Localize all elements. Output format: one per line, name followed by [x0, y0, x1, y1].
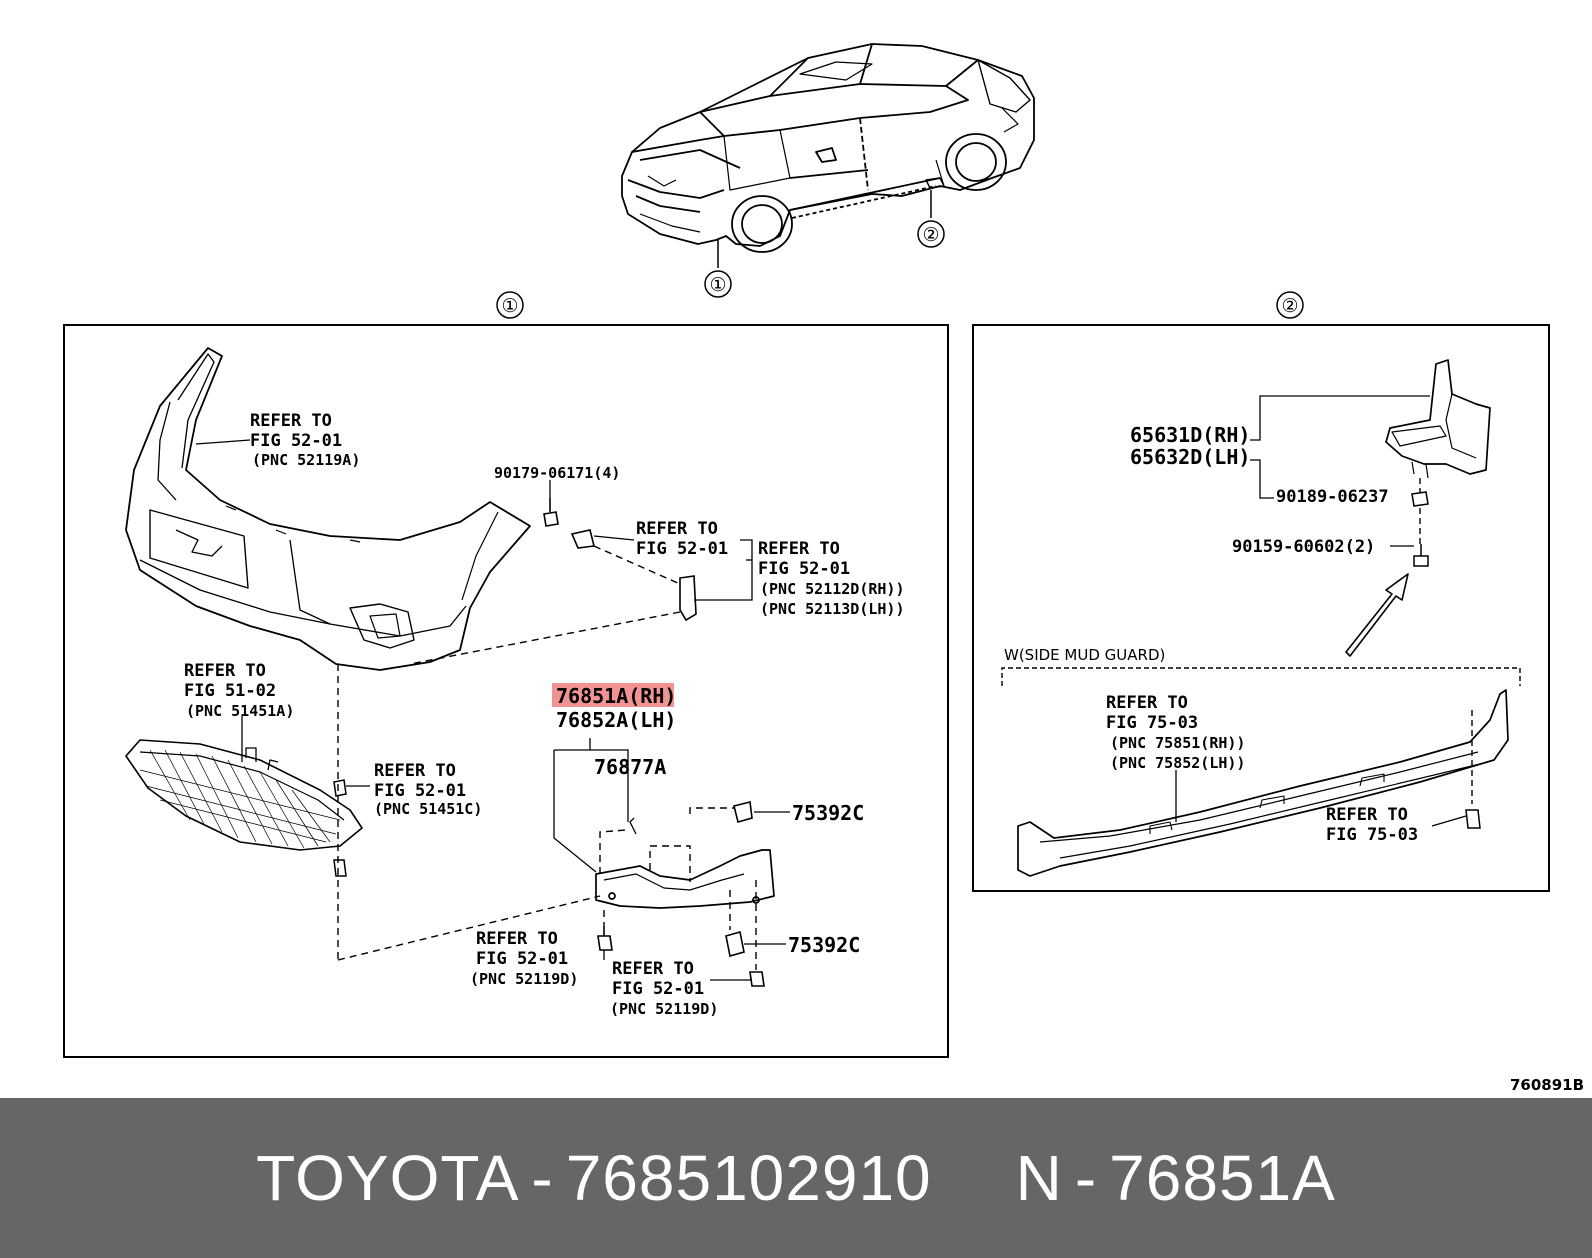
- fastener-ref-line1: REFER TO: [374, 761, 456, 781]
- footer-dash-2: -: [1074, 1142, 1098, 1214]
- footer-pnc-label: N: [1015, 1142, 1063, 1214]
- part-76851a-illustration: [595, 817, 775, 909]
- bolt-52119d-left-illustration: [597, 926, 613, 951]
- footer-part-number: 7685102910: [565, 1142, 932, 1214]
- footer-text: TOYOTA - 7685102910 N - 76851A: [0, 1098, 1592, 1258]
- part-75392c-top-label[interactable]: 75392C: [792, 801, 864, 825]
- panel-1-dashed-leaders: [337, 545, 757, 970]
- footer-dash-1: -: [531, 1142, 554, 1214]
- undercover-ref-line2: FIG 51-02: [184, 681, 276, 701]
- screw-90159-illustration: [1413, 544, 1429, 567]
- screw-90159-label[interactable]: 90159-60602(2): [1232, 537, 1375, 557]
- bracket-ref-b-line4: (PNC 52113D(LH)): [760, 600, 905, 618]
- bolt-ref-right-line2: FIG 52-01: [612, 979, 704, 999]
- bracket-ref-a-line2: FIG 52-01: [636, 539, 728, 559]
- bolt-ref-right-line3: (PNC 52119D): [610, 1000, 718, 1018]
- footer-pnc: 76851A: [1109, 1142, 1336, 1214]
- panel-2-frame: [972, 324, 1550, 892]
- bracket-ref-a-line1: REFER TO: [636, 519, 718, 539]
- assembly-arrow-icon: [1345, 573, 1409, 657]
- side-mud-guard-group-bracket: [1001, 667, 1521, 686]
- mud-guard-bracket-illustration: [1385, 359, 1491, 479]
- undercover-ref-line3: (PNC 51451A): [186, 702, 294, 720]
- panel-1-leader-lines: [195, 439, 790, 981]
- bumper-ref-line1: REFER TO: [250, 411, 332, 431]
- bolt-75-03-ref-line1: REFER TO: [1326, 805, 1408, 825]
- bolt-ref-left-line1: REFER TO: [476, 929, 558, 949]
- clip-90179-illustration: [543, 498, 559, 527]
- nut-90189-label[interactable]: 90189-06237: [1276, 487, 1389, 507]
- bracket-ref-b-line3: (PNC 52112D(RH)): [760, 580, 905, 598]
- panel-1-frame: [63, 324, 949, 1058]
- overview-callout-1: ①: [709, 274, 726, 296]
- bolt-ref-left-line3: (PNC 52119D): [470, 970, 578, 988]
- part-76877a-label[interactable]: 76877A: [594, 755, 666, 779]
- bolt-52119d-right-illustration: [749, 971, 765, 987]
- front-bumper-illustration: [125, 347, 531, 671]
- clip-75392c-top-illustration: [733, 801, 753, 823]
- bolt-75-03-ref-line2: FIG 75-03: [1326, 825, 1418, 845]
- part-76851a-rh-label[interactable]: 76851A(RH): [556, 684, 676, 708]
- footer-brand: TOYOTA: [256, 1142, 520, 1214]
- section-2-marker: ②: [1281, 295, 1298, 317]
- clip-75392c-bottom-illustration: [725, 930, 745, 958]
- target-part-highlight: [552, 683, 674, 707]
- figure-code: 760891B: [1510, 1076, 1584, 1094]
- bumper-ref-line3: (PNC 52119A): [252, 451, 360, 469]
- side-sill-garnish-illustration: [1017, 689, 1509, 877]
- fastener-ref-line3: (PNC 51451C): [374, 800, 482, 818]
- sill-ref-line1: REFER TO: [1106, 693, 1188, 713]
- bolt-75-03-illustration: [1465, 809, 1481, 829]
- engine-under-cover-illustration: [125, 739, 363, 851]
- fastener-51451c-illustration: [333, 779, 347, 877]
- overview-callouts: [704, 190, 945, 298]
- bumper-ref-line2: FIG 52-01: [250, 431, 342, 451]
- panel-2-leader-lines: [1175, 395, 1467, 827]
- sill-ref-line4: (PNC 75852(LH)): [1110, 754, 1245, 772]
- bracket-ref-b-line2: FIG 52-01: [758, 559, 850, 579]
- sill-ref-line3: (PNC 75851(RH)): [1110, 734, 1245, 752]
- car-overview-illustration: [621, 43, 1035, 253]
- undercover-ref-line1: REFER TO: [184, 661, 266, 681]
- panel-2-dashed-leaders: [1419, 478, 1473, 804]
- part-76852a-lh-label[interactable]: 76852A(LH): [556, 708, 676, 732]
- bolt-ref-right-line1: REFER TO: [612, 959, 694, 979]
- clip-90179-label[interactable]: 90179-06171(4): [494, 464, 620, 482]
- bracket-ref-b-line1: REFER TO: [758, 539, 840, 559]
- part-75392c-bottom-label[interactable]: 75392C: [788, 933, 860, 957]
- fastener-ref-line2: FIG 52-01: [374, 781, 466, 801]
- parts-diagram: ① ② ① ②: [63, 43, 1584, 1094]
- side-mud-guard-group-label: W(SIDE MUD GUARD): [1004, 646, 1165, 664]
- overview-callout-2: ②: [922, 224, 939, 246]
- nut-90189-illustration: [1411, 491, 1429, 507]
- bolt-ref-left-line2: FIG 52-01: [476, 949, 568, 969]
- part-65631d-rh-label[interactable]: 65631D(RH): [1130, 423, 1250, 447]
- section-1-marker: ①: [501, 295, 518, 317]
- part-info-footer: TOYOTA - 7685102910 N - 76851A: [0, 1098, 1592, 1258]
- sill-ref-line2: FIG 75-03: [1106, 713, 1198, 733]
- part-65632d-lh-label[interactable]: 65632D(LH): [1130, 445, 1250, 469]
